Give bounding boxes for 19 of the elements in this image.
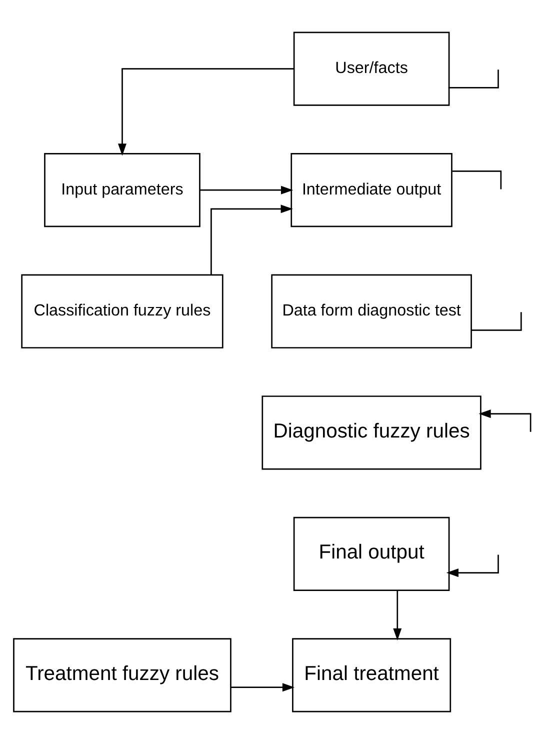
node-box: Intermediate output — [290, 152, 452, 227]
node-box: Treatment fuzzy rules — [13, 638, 232, 712]
arrow — [446, 554, 499, 577]
arrow — [478, 409, 532, 432]
arrow — [210, 204, 293, 274]
connector — [452, 170, 502, 189]
node-box: Final treatment — [292, 638, 452, 712]
node-box: Data form diagnostic test — [271, 274, 472, 348]
arrow — [200, 185, 294, 194]
node-box: Final output — [293, 516, 450, 590]
connector — [471, 312, 522, 330]
node-box: Diagnostic fuzzy rules — [262, 395, 482, 470]
node-box: User/facts — [293, 31, 450, 106]
connector — [448, 69, 499, 88]
node-box: Input parameters — [44, 152, 200, 227]
arrow — [118, 68, 294, 156]
arrow — [230, 682, 295, 692]
node-box: Classification fuzzy rules — [21, 274, 224, 348]
arrow — [393, 590, 402, 640]
